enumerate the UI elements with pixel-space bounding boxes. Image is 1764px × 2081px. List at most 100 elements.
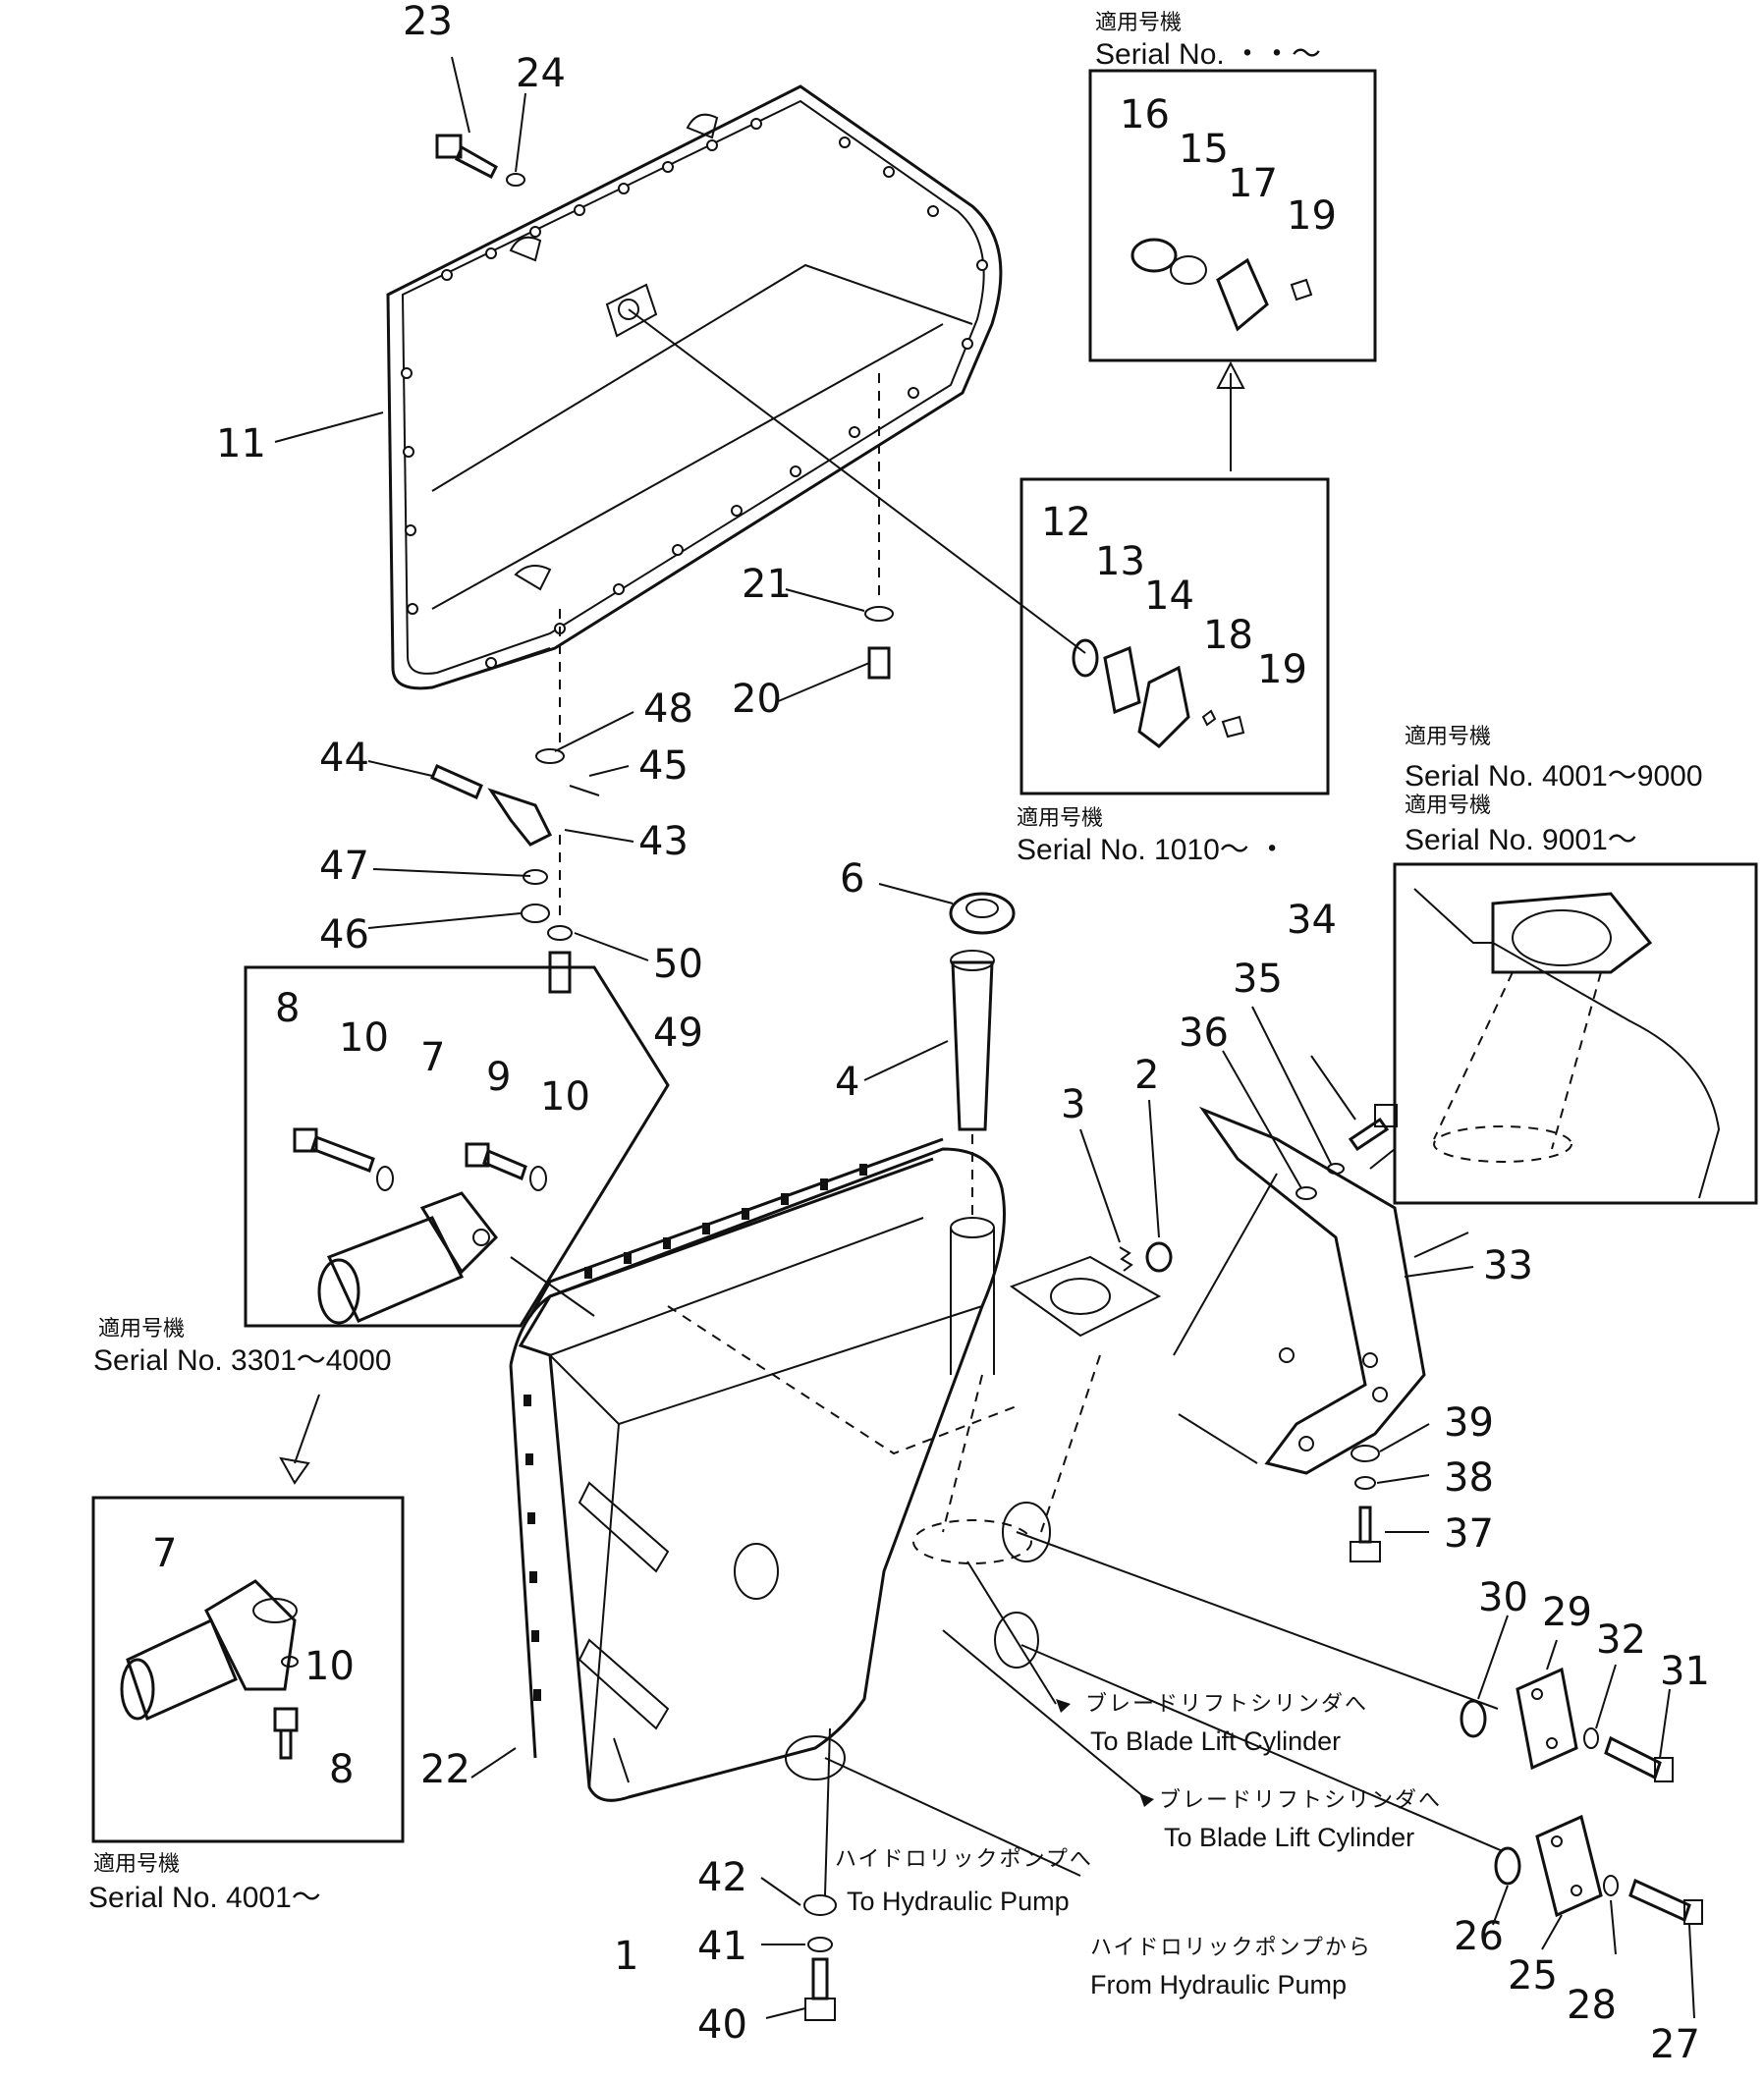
label-21: 21 (742, 562, 792, 607)
label-19: 19 (1287, 193, 1337, 239)
mid-detail-jp: 適用号機 (1017, 806, 1103, 831)
label-3: 3 (1061, 1082, 1085, 1127)
label-41: 41 (697, 1924, 747, 1969)
pump-bolt (803, 1894, 837, 2021)
label-11: 11 (216, 421, 266, 466)
left-detail-a-jp: 適用号機 (98, 1317, 185, 1342)
top-detail-serial: Serial No. ・・〜 (1095, 38, 1321, 71)
bracket-bolt (1295, 1104, 1398, 1200)
label-16: 16 (1120, 92, 1170, 137)
label-38: 38 (1444, 1455, 1494, 1501)
label-27: 27 (1650, 2022, 1700, 2067)
label-6: 6 (840, 856, 864, 902)
flow-arrowheads (1056, 1699, 1154, 1807)
detail-box-right (1369, 862, 1758, 1205)
left-detail-b-jp: 適用号機 (93, 1852, 180, 1877)
label-10b: 10 (540, 1074, 590, 1120)
right-detail-b-jp: 適用号機 (1405, 794, 1491, 818)
label-40: 40 (697, 2002, 747, 2048)
label-2: 2 (1134, 1053, 1159, 1098)
label-39: 39 (1444, 1400, 1494, 1446)
label-4: 4 (835, 1060, 859, 1105)
label-14: 14 (1144, 574, 1194, 619)
cover-bolt-holes (401, 118, 988, 669)
blade-2-en: To Blade Lift Cylinder (1164, 1823, 1414, 1852)
left-detail-b-serial: Serial No. 4001〜 (88, 1882, 321, 1914)
label-19b: 19 (1257, 647, 1307, 692)
detail-box-left-upper (244, 965, 670, 1328)
cover-bolt (435, 134, 525, 187)
label-28: 28 (1567, 1983, 1617, 2028)
label-47: 47 (319, 844, 369, 889)
label-24: 24 (516, 51, 566, 96)
label-42: 42 (697, 1855, 747, 1900)
leader-lines (274, 56, 1695, 2019)
tank-cover (386, 84, 1003, 690)
detail-box-mid (1020, 477, 1330, 795)
label-15: 15 (1179, 127, 1229, 172)
pump-to-en: To Hydraulic Pump (847, 1887, 1070, 1916)
blade-2-jp: ブレードリフトシリンダへ (1159, 1788, 1442, 1813)
label-8a: 8 (275, 986, 300, 1031)
label-7b: 7 (152, 1531, 177, 1576)
label-45: 45 (638, 743, 689, 789)
top-detail-jp: 適用号機 (1095, 11, 1182, 35)
label-10c: 10 (304, 1644, 355, 1689)
label-29: 29 (1542, 1590, 1592, 1635)
label-31: 31 (1660, 1649, 1710, 1694)
label-7a: 7 (420, 1035, 445, 1080)
part-number-labels: 23 24 11 21 20 48 45 44 43 47 46 50 49 6… (152, 0, 1710, 2067)
label-48: 48 (643, 686, 693, 732)
label-26: 26 (1454, 1914, 1504, 1959)
left-detail-a-serial: Serial No. 3301〜4000 (93, 1344, 392, 1377)
bottom-bracket-bolt (1350, 1445, 1381, 1562)
label-34: 34 (1287, 898, 1337, 943)
label-9: 9 (486, 1055, 511, 1100)
label-8b: 8 (329, 1747, 354, 1792)
label-12: 12 (1041, 500, 1091, 545)
mid-detail-serial: Serial No. 1010〜 ・ (1017, 834, 1287, 866)
strainer (950, 950, 995, 1218)
blade-1-en: To Blade Lift Cylinder (1090, 1726, 1341, 1756)
tank-flange-bolts (524, 1164, 867, 1701)
label-44: 44 (319, 736, 369, 781)
label-20: 20 (732, 677, 782, 722)
label-17: 17 (1228, 161, 1278, 206)
label-43: 43 (638, 819, 689, 864)
label-18: 18 (1203, 613, 1253, 658)
label-35: 35 (1233, 957, 1283, 1002)
bracket-cover (1173, 1106, 1426, 1475)
flange-plate-29 (1460, 1667, 1674, 1782)
plug-and-spring (1119, 1241, 1173, 1273)
label-33: 33 (1483, 1243, 1533, 1288)
filler-cap (949, 892, 1016, 935)
pump-to-jp: ハイドロリックポンプへ (835, 1847, 1093, 1872)
detail-arrow (1216, 360, 1245, 471)
label-1: 1 (614, 1934, 638, 1979)
label-10a: 10 (339, 1015, 389, 1061)
label-49: 49 (653, 1011, 703, 1056)
label-22: 22 (420, 1747, 470, 1792)
detail-box-top (1088, 69, 1377, 362)
breather-valve-group (430, 609, 600, 994)
hydraulic-tank (509, 1137, 1162, 1802)
pump-from-en: From Hydraulic Pump (1090, 1970, 1347, 1999)
pump-from-jp: ハイドロリックポンプから (1090, 1936, 1372, 1960)
left-detail-arrow (279, 1394, 320, 1485)
right-detail-b-serial: Serial No. 9001〜 (1405, 824, 1637, 856)
label-25: 25 (1508, 1953, 1558, 1999)
destination-captions: ブレードリフトシリンダへ To Blade Lift Cylinder ブレード… (835, 1692, 1442, 1999)
label-23: 23 (403, 0, 453, 44)
label-32: 32 (1596, 1617, 1646, 1663)
serial-captions: 適用号機 Serial No. ・・〜 適用号機 Serial No. 1010… (88, 11, 1703, 1914)
label-13: 13 (1095, 539, 1145, 584)
label-46: 46 (319, 912, 369, 958)
label-36: 36 (1179, 1011, 1229, 1056)
right-detail-a-serial: Serial No. 4001〜9000 (1405, 760, 1703, 793)
drain-plug (864, 373, 894, 680)
label-37: 37 (1444, 1511, 1494, 1557)
right-detail-a-jp: 適用号機 (1405, 725, 1491, 749)
flange-plate-25 (1494, 1814, 1703, 1925)
blade-1-jp: ブレードリフトシリンダへ (1085, 1692, 1368, 1717)
